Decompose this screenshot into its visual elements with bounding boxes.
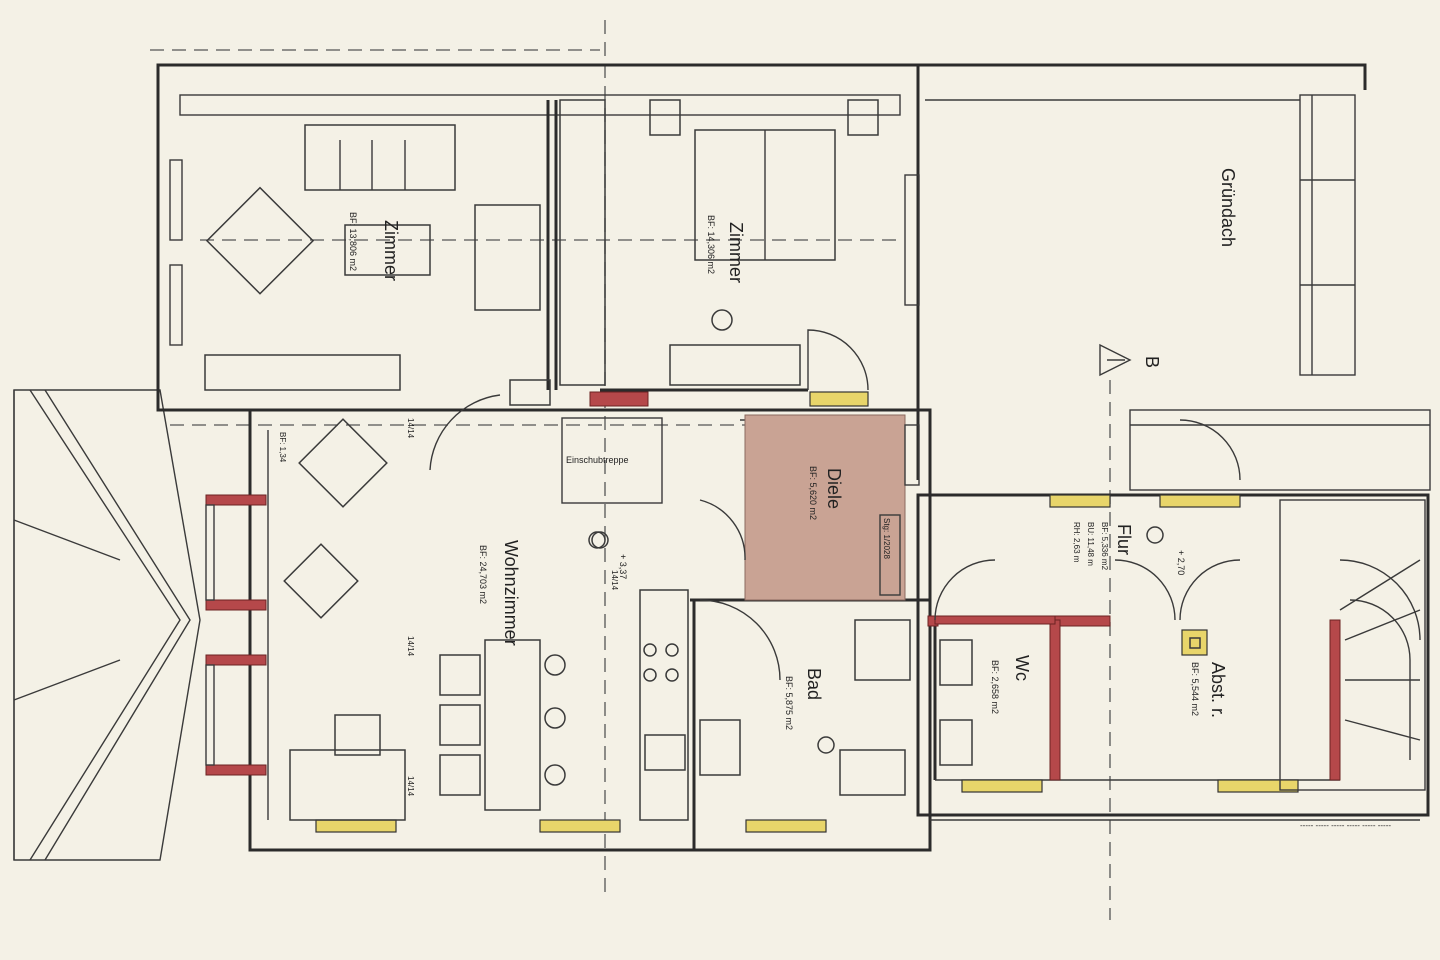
axis-lines xyxy=(150,20,1111,920)
zimmer-1-name: Zimmer xyxy=(381,220,401,281)
flur-area: BF: 5,336 m2 xyxy=(1100,522,1109,571)
level-label-2: + 2,70 xyxy=(1176,550,1186,575)
flur-name: Flur xyxy=(1114,524,1134,555)
flur-bu: BU: 11,48 m xyxy=(1086,522,1095,566)
wc-name: Wc xyxy=(1012,655,1032,681)
zimmer-1-area: BF: 13,806 m2 xyxy=(348,212,358,271)
wohnzimmer-area: BF: 24,703 m2 xyxy=(478,545,488,604)
bad-name: Bad xyxy=(804,668,824,700)
gruendach-area xyxy=(1099,94,1356,377)
level-markers xyxy=(588,526,1164,549)
window-label-1: 14/14 xyxy=(406,418,415,439)
stair-note: Stg: 1/2028 xyxy=(882,518,891,559)
diele-stair-note-box xyxy=(879,514,901,596)
section-marker: B xyxy=(1142,356,1162,368)
zimmer-2-name: Zimmer xyxy=(726,222,746,283)
abst-name: Abst. r. xyxy=(1208,662,1228,718)
window-label-4: 14/14 xyxy=(610,570,619,591)
dim-row: ----- ----- ----- ----- ----- ----- xyxy=(1300,821,1391,830)
wc-area: BF: 2,658 m2 xyxy=(990,660,1000,714)
diele-area: BF: 5,620 m2 xyxy=(808,466,818,520)
diele-floor xyxy=(744,414,906,601)
masonry-blocks xyxy=(205,391,1341,781)
zimmer-2-furniture xyxy=(559,99,879,386)
window-label-2: 14/14 xyxy=(406,636,415,657)
diele-name: Diele xyxy=(824,468,844,509)
level-label-1: + 3,37 xyxy=(618,554,628,579)
einschubtreppe-box xyxy=(561,417,663,504)
doors xyxy=(429,329,1241,681)
abst-area: BF: 5,544 m2 xyxy=(1190,662,1200,716)
bf-small-label: BF: 1,34 xyxy=(278,432,287,463)
roof-outline xyxy=(13,389,201,861)
flur-rh: RH: 2,63 m xyxy=(1072,522,1081,563)
window-label-3: 14/14 xyxy=(406,776,415,797)
terrace-railing xyxy=(1129,409,1431,491)
spiral-staircase xyxy=(1279,499,1426,791)
wohnzimmer-furniture xyxy=(283,418,689,821)
zimmer-1-furniture xyxy=(204,124,551,406)
wohnzimmer-name: Wohnzimmer xyxy=(501,540,521,646)
bad-area: BF: 5,875 m2 xyxy=(784,676,794,730)
bad-fixtures xyxy=(699,619,911,796)
wc-fixtures xyxy=(939,629,1208,766)
einschubtreppe-label: Einschubtreppe xyxy=(566,455,629,465)
windows xyxy=(169,159,1299,833)
gruendach-label: Gründach xyxy=(1218,168,1238,247)
zimmer-2-area: BF: 14,306 m2 xyxy=(706,215,716,274)
